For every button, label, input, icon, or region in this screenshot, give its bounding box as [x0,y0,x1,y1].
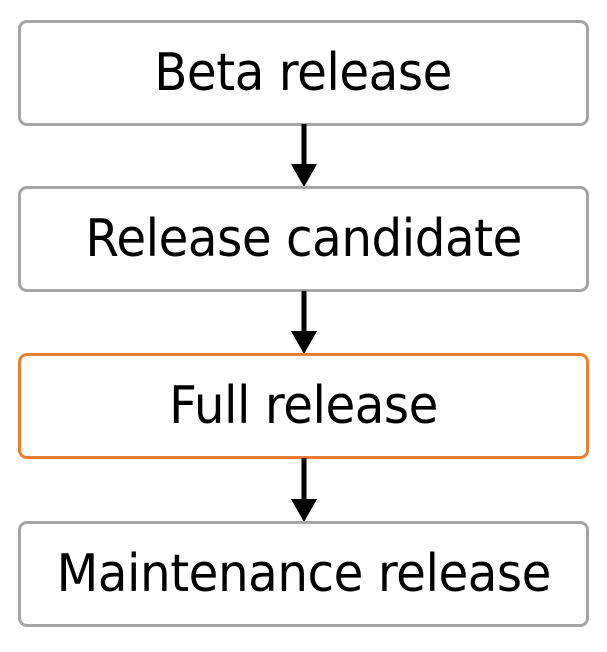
flow-connector-arrow-down [291,124,317,187]
flow-node-maintenance-release[interactable]: Maintenance release [18,521,589,627]
flow-node-release-candidate[interactable]: Release candidate [18,186,589,292]
flow-node-label: Beta release [154,43,453,103]
flow-connector-arrow-down [291,458,317,522]
flow-node-label: Full release [169,376,438,436]
flow-connector-arrow-down [291,291,317,354]
flow-node-label: Maintenance release [56,544,551,604]
flow-node-beta-release[interactable]: Beta release [18,20,589,126]
flow-node-full-release[interactable]: Full release [18,353,589,459]
flow-node-label: Release candidate [85,209,522,269]
